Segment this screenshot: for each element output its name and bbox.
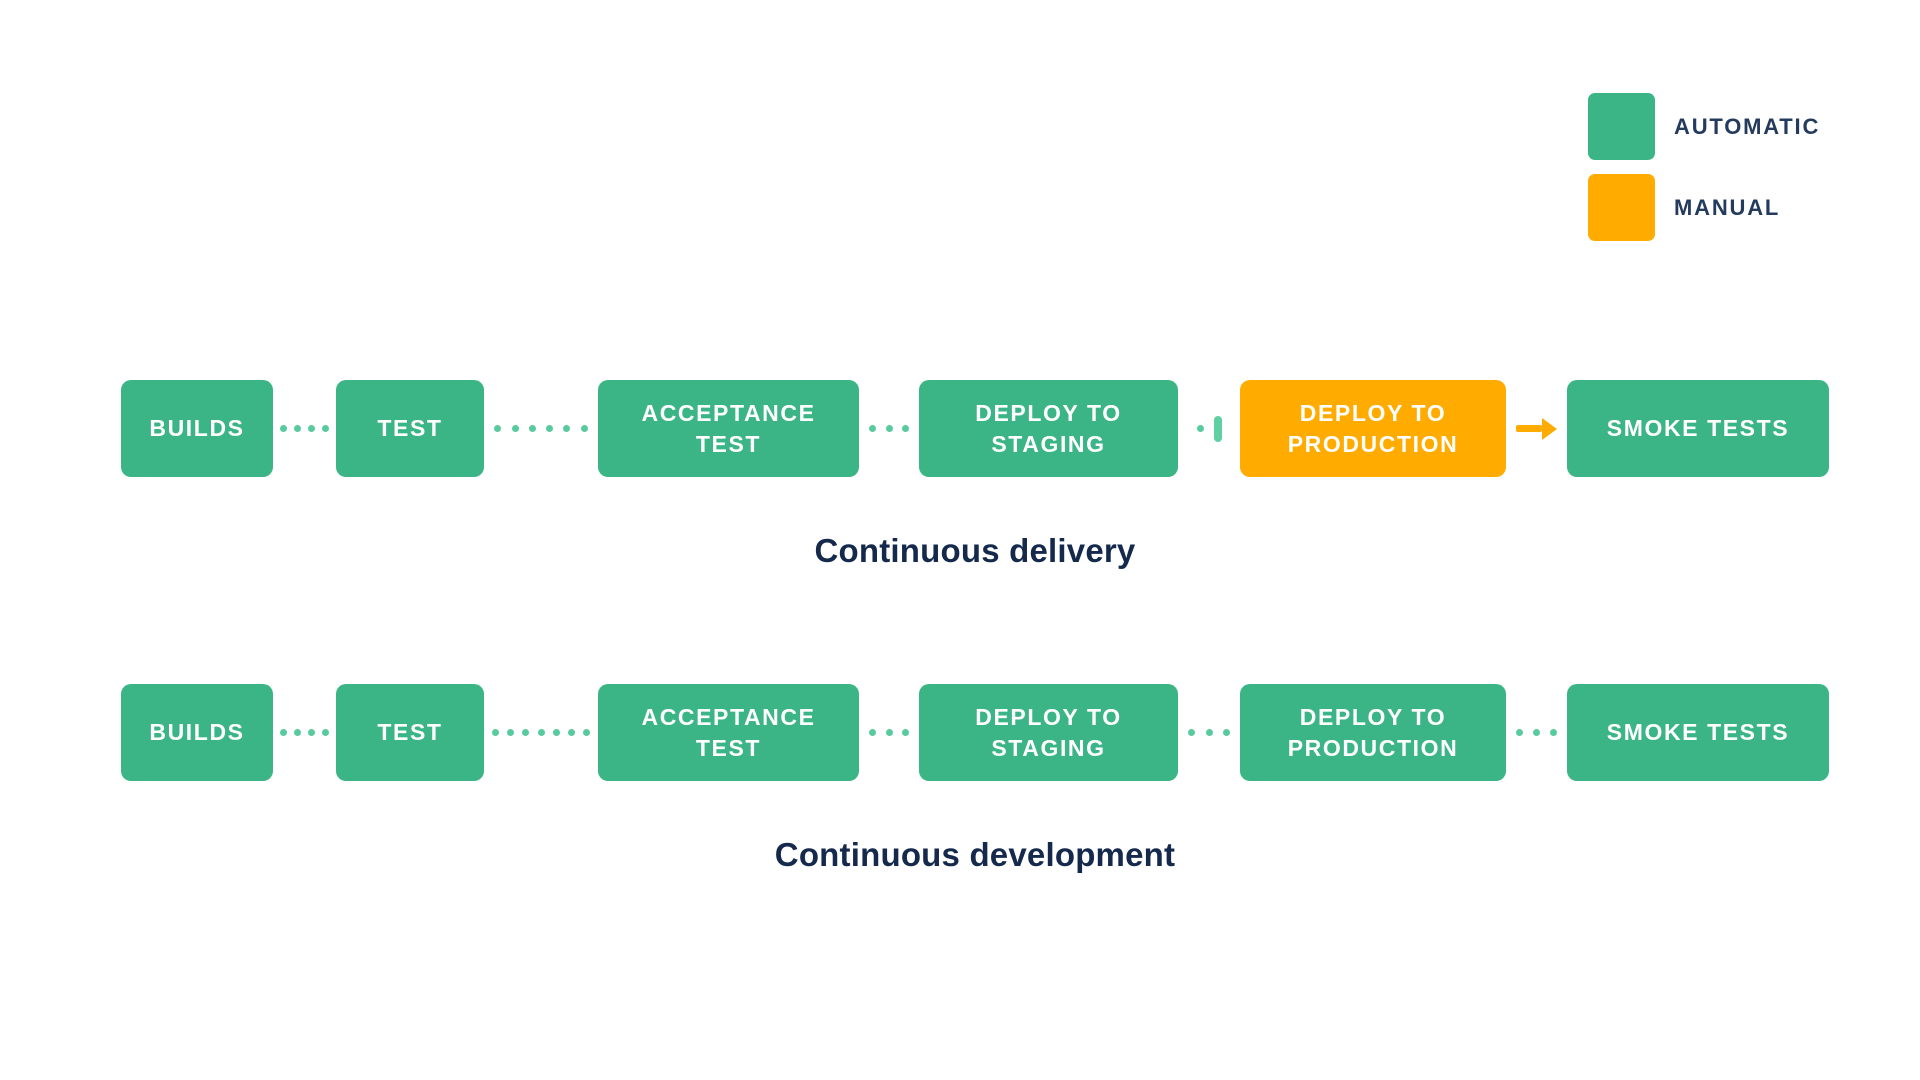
cd-connector-dots-3 xyxy=(859,380,919,477)
cdev-connector-dots-4 xyxy=(1178,684,1240,781)
cd-connector-dots-1 xyxy=(273,380,336,477)
dot-icon xyxy=(511,425,519,432)
dot-icon xyxy=(522,729,530,736)
legend-label-automatic: AUTOMATIC xyxy=(1674,113,1821,139)
dot-icon xyxy=(582,729,590,736)
cdev-connector-dots-5 xyxy=(1506,684,1567,781)
dot-icon xyxy=(1516,729,1523,736)
dot-icon xyxy=(1205,729,1213,736)
caption-continuous-development: Continuous development xyxy=(774,836,1176,873)
dot-icon xyxy=(552,729,560,736)
dot-icon xyxy=(1533,729,1540,736)
cd-step-builds: BUILDS xyxy=(121,380,273,477)
cdev-connector-dots-2 xyxy=(484,684,598,781)
manual-arrow-icon xyxy=(1506,380,1567,477)
dot-icon xyxy=(902,729,910,736)
dot-icon xyxy=(1550,729,1557,736)
cdev-step-builds: BUILDS xyxy=(121,684,273,781)
legend-item-manual: MANUAL xyxy=(1588,174,1820,241)
cdev-connector-dots-1 xyxy=(273,684,336,781)
manual-swatch-icon xyxy=(1588,174,1655,241)
dot-icon xyxy=(885,729,893,736)
manual-gate-pause-icon xyxy=(1178,380,1240,477)
dot-icon xyxy=(580,425,588,432)
dot-icon xyxy=(308,729,315,736)
dot-icon xyxy=(507,729,515,736)
pause-bar-icon xyxy=(1213,415,1222,442)
cdev-step-test: TEST xyxy=(336,684,484,781)
dot-icon xyxy=(280,729,287,736)
legend-item-automatic: AUTOMATIC xyxy=(1588,93,1820,160)
dot-icon xyxy=(537,729,545,736)
dot-icon xyxy=(294,729,301,736)
cd-connector-dots-2 xyxy=(484,380,598,477)
dot-icon xyxy=(528,425,536,432)
dot-icon xyxy=(1196,425,1204,432)
dot-icon xyxy=(868,425,876,432)
dot-icon xyxy=(492,729,500,736)
cd-step-test: TEST xyxy=(336,380,484,477)
cdev-step-deploy-staging: DEPLOY TO STAGING xyxy=(919,684,1178,781)
arrow-shaft-icon xyxy=(1516,425,1542,432)
dot-icon xyxy=(1188,729,1196,736)
cdev-step-acceptance-test: ACCEPTANCE TEST xyxy=(598,684,859,781)
cd-step-smoke-tests: SMOKE TESTS xyxy=(1567,380,1829,477)
cdev-connector-dots-3 xyxy=(859,684,919,781)
dot-icon xyxy=(280,425,287,432)
dot-icon xyxy=(885,425,893,432)
dot-icon xyxy=(308,425,315,432)
dot-icon xyxy=(322,425,329,432)
cdev-step-smoke-tests: SMOKE TESTS xyxy=(1567,684,1829,781)
dot-icon xyxy=(1222,729,1230,736)
dot-icon xyxy=(494,425,502,432)
dot-icon xyxy=(322,729,329,736)
arrow-head-icon xyxy=(1542,417,1557,440)
legend: AUTOMATIC MANUAL xyxy=(1588,93,1820,255)
legend-label-manual: MANUAL xyxy=(1674,194,1781,220)
cd-step-acceptance-test: ACCEPTANCE TEST xyxy=(598,380,859,477)
automatic-swatch-icon xyxy=(1588,93,1655,160)
cdev-step-deploy-production: DEPLOY TO PRODUCTION xyxy=(1240,684,1506,781)
dot-icon xyxy=(868,729,876,736)
cd-step-deploy-production: DEPLOY TO PRODUCTION xyxy=(1240,380,1506,477)
cd-step-deploy-staging: DEPLOY TO STAGING xyxy=(919,380,1178,477)
caption-continuous-delivery: Continuous delivery xyxy=(814,532,1136,569)
dot-icon xyxy=(563,425,571,432)
dot-icon xyxy=(567,729,575,736)
dot-icon xyxy=(294,425,301,432)
dot-icon xyxy=(902,425,910,432)
dot-icon xyxy=(546,425,554,432)
